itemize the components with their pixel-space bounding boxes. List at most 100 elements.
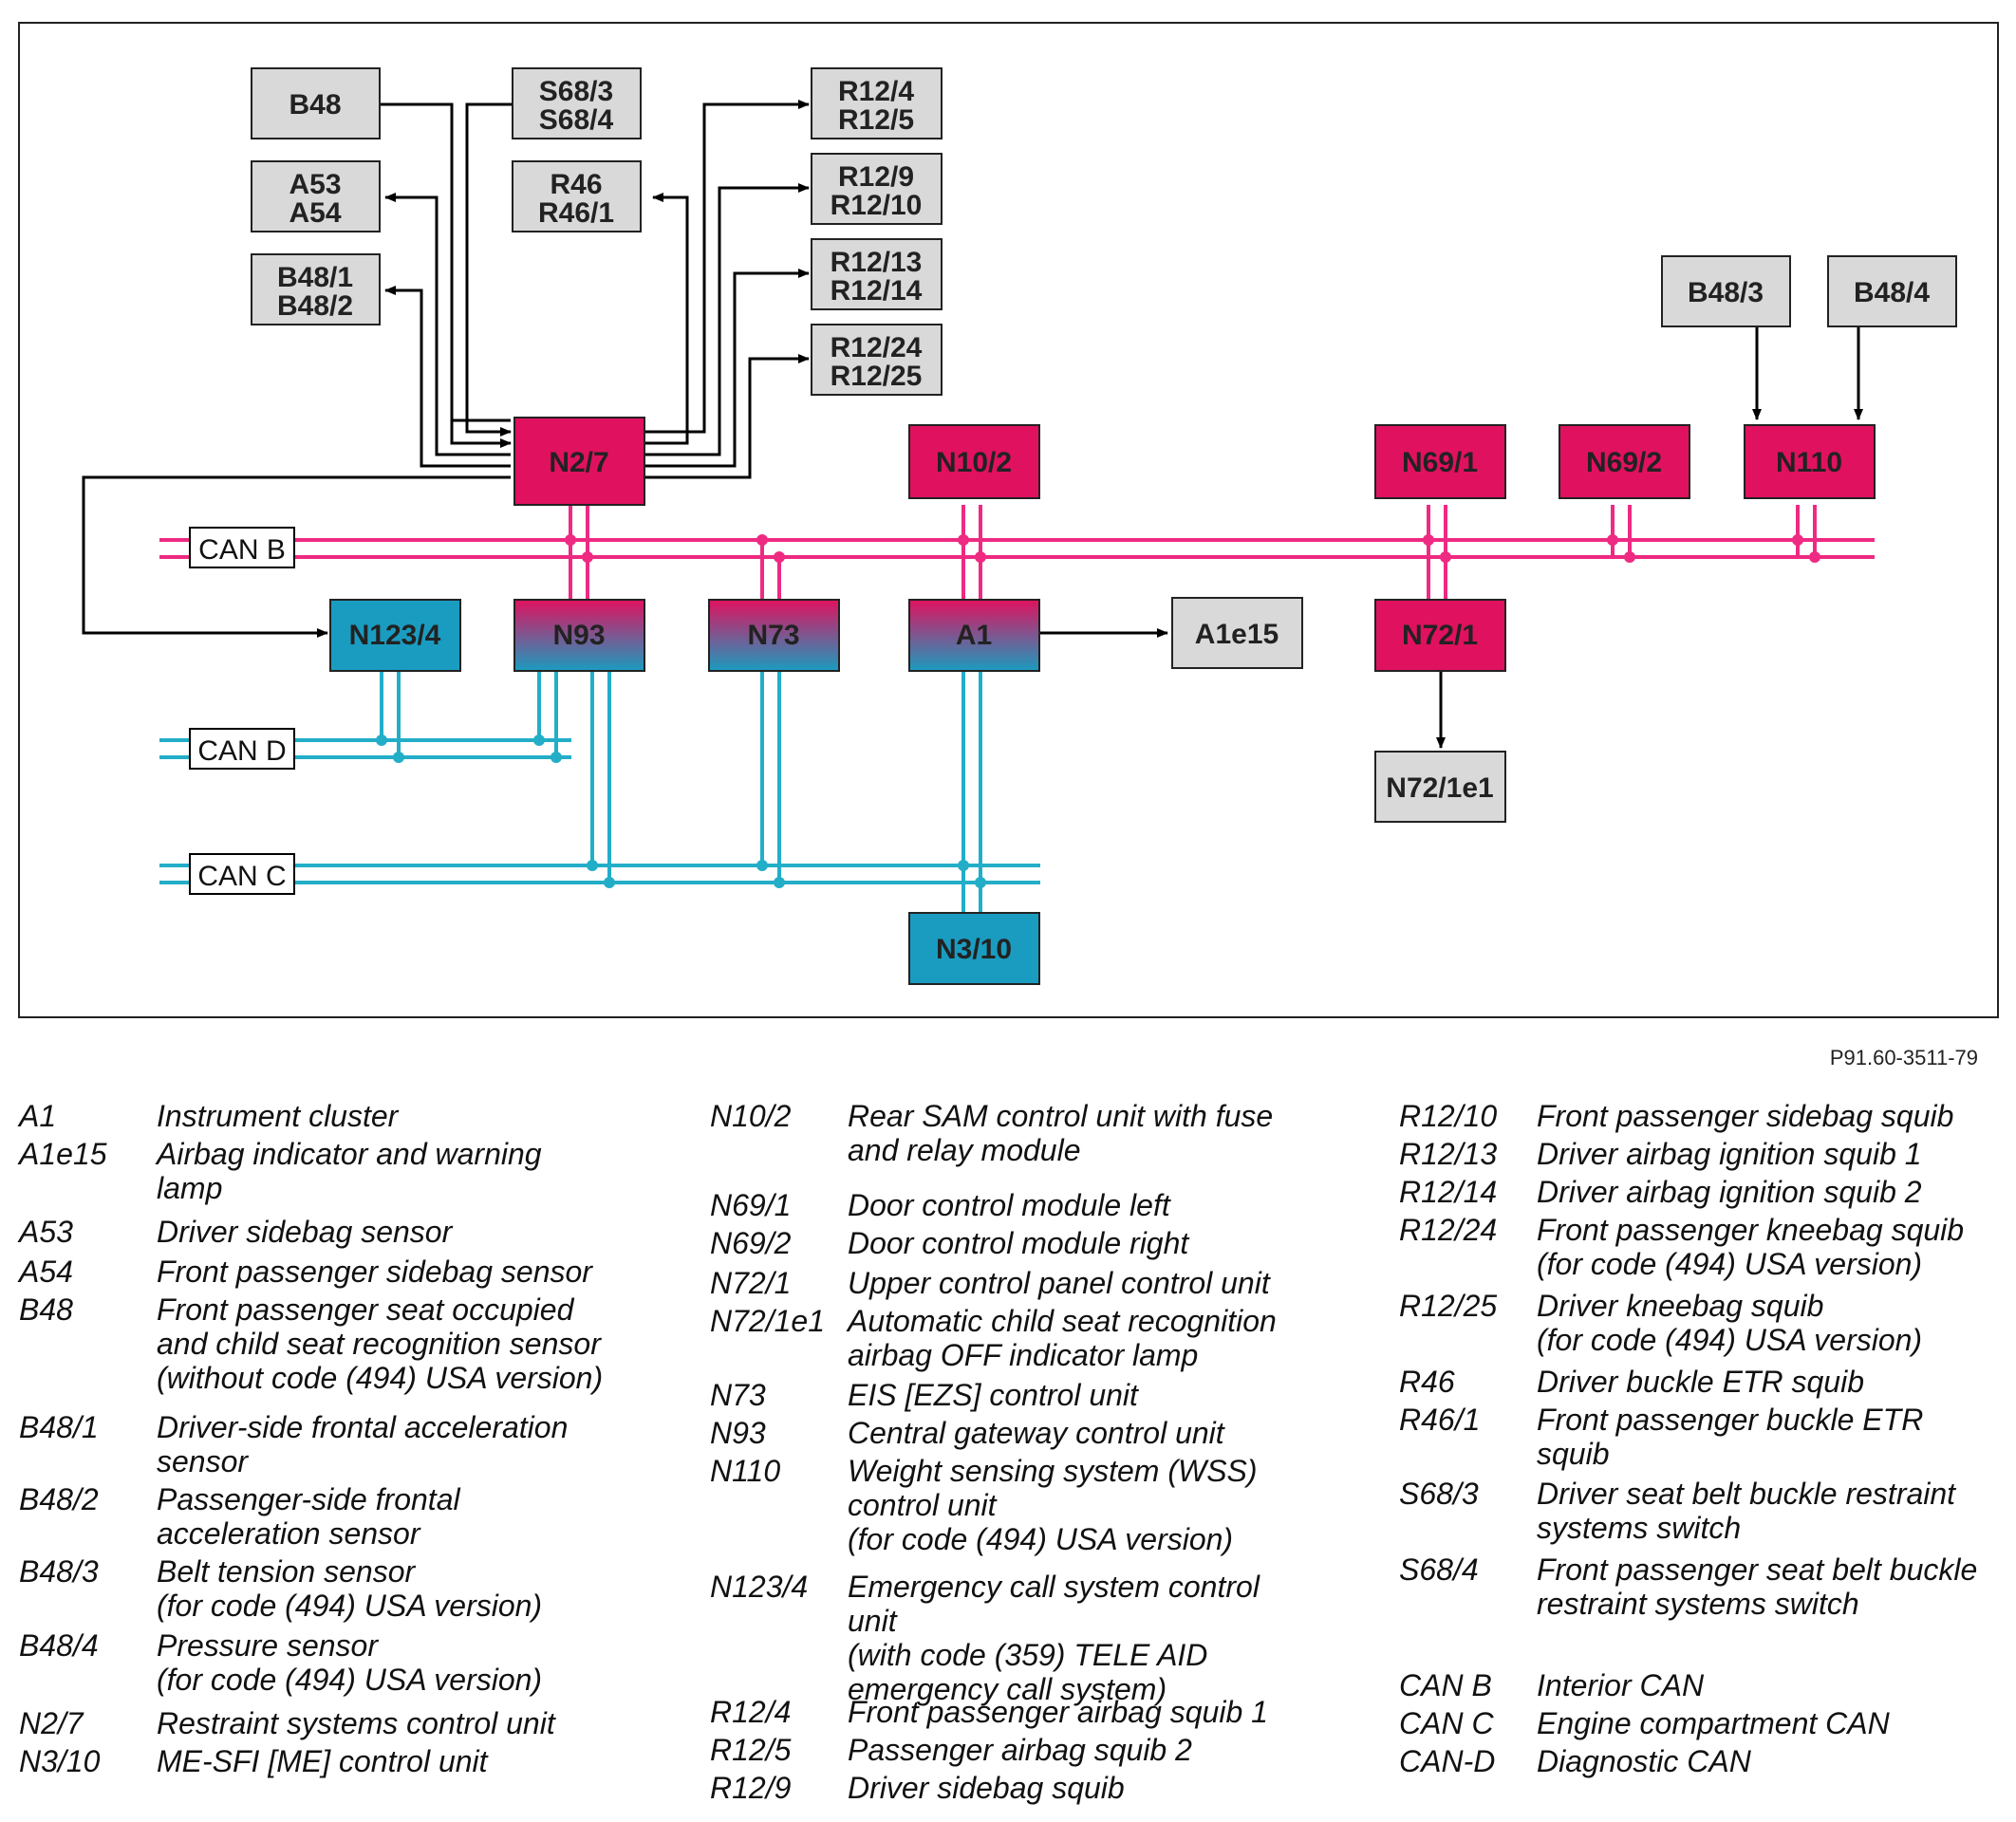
legend-description: Driver sidebag squib <box>848 1771 1125 1805</box>
legend-description-line: lamp <box>157 1171 223 1205</box>
figure-code: P91.60-3511-79 <box>1829 1046 1978 1069</box>
legend-description-line: Upper control panel control unit <box>848 1266 1270 1300</box>
box-r12-13-14-line1: R12/13 <box>831 247 923 278</box>
legend-description-line: Pressure sensor <box>157 1628 378 1663</box>
legend-code: B48/1 <box>19 1410 99 1444</box>
legend-description: Driver sidebag sensor <box>157 1215 452 1249</box>
legend-description-line: (for code (494) USA version) <box>157 1663 543 1697</box>
box-b48-4: B48/4 <box>1827 255 1957 327</box>
legend-description-line: unit <box>848 1604 897 1638</box>
box-b48: B48 <box>251 67 381 139</box>
legend-code: N2/7 <box>19 1706 84 1740</box>
legend-code: B48/2 <box>19 1482 99 1516</box>
legend-description-line: Belt tension sensor <box>157 1554 416 1589</box>
legend-description: EIS [EZS] control unit <box>848 1378 1138 1412</box>
can-b-junctions <box>565 534 1820 563</box>
legend-code: N3/10 <box>19 1744 101 1778</box>
box-n73-label: N73 <box>747 620 799 651</box>
legend-description-line: (for code (494) USA version) <box>1537 1247 1923 1281</box>
legend-description: Belt tension sensor(for code (494) USA v… <box>157 1554 542 1623</box>
box-r12-9-10-line2: R12/10 <box>831 190 923 221</box>
legend-code: S68/4 <box>1399 1552 1479 1587</box>
box-r12-24-25: R12/24 R12/25 <box>811 324 943 396</box>
legend-code: B48/3 <box>19 1554 99 1589</box>
legend-description-line: Door control module left <box>848 1188 1170 1222</box>
legend-code: N93 <box>710 1416 766 1450</box>
box-b48-3: B48/3 <box>1661 255 1791 327</box>
can-cd-drops <box>380 671 982 913</box>
legend-description-line: Weight sensing system (WSS) <box>848 1454 1258 1488</box>
legend-code: A1e15 <box>19 1137 107 1171</box>
legend-description-line: (for code (494) USA version) <box>1537 1323 1923 1357</box>
legend-description-line: Door control module right <box>848 1226 1189 1260</box>
legend-description: Front passenger sidebag sensor <box>157 1255 592 1289</box>
legend-code: N123/4 <box>710 1570 809 1604</box>
box-r46: R46 R46/1 <box>512 160 642 232</box>
legend-code: R12/9 <box>710 1771 792 1805</box>
legend-description-line: Restraint systems control unit <box>157 1706 555 1740</box>
box-n2-7-label: N2/7 <box>549 447 608 478</box>
box-n69-2-label: N69/2 <box>1586 447 1662 478</box>
box-n123-4-label: N123/4 <box>349 620 441 651</box>
legend-code: S68/3 <box>1399 1477 1479 1511</box>
legend-code: B48 <box>19 1292 73 1327</box>
legend-description-line: (with code (359) TELE AID <box>848 1638 1208 1672</box>
legend-description-line: Diagnostic CAN <box>1537 1744 1751 1778</box>
box-n72-1e1: N72/1e1 <box>1374 751 1506 823</box>
legend-description-line: Driver-side frontal acceleration <box>157 1410 569 1444</box>
legend-description-line: Airbag indicator and warning <box>157 1137 542 1171</box>
legend-description-line: Front passenger seat occupied <box>157 1292 574 1327</box>
legend-description: Diagnostic CAN <box>1537 1744 1751 1778</box>
box-r12-4-5-line1: R12/4 <box>838 76 914 107</box>
legend-description-line: sensor <box>157 1444 249 1478</box>
legend-code: R12/14 <box>1399 1175 1498 1209</box>
legend-description-line: Interior CAN <box>1537 1668 1705 1702</box>
legend-description-line: Driver seat belt buckle restraint <box>1537 1477 1956 1511</box>
can-c-bus <box>159 864 1040 884</box>
legend-code: R12/13 <box>1399 1137 1498 1171</box>
diagram-frame <box>18 22 1999 1018</box>
box-n93: N93 <box>513 599 645 672</box>
box-n69-2: N69/2 <box>1559 424 1690 499</box>
legend-description-line: (without code (494) USA version) <box>157 1361 604 1395</box>
box-r12-13-14: R12/13 R12/14 <box>811 238 943 310</box>
legend-description-line: EIS [EZS] control unit <box>848 1378 1138 1412</box>
can-d-label: CAN D <box>189 728 295 770</box>
box-n110-label: N110 <box>1776 447 1842 478</box>
box-r12-13-14-line2: R12/14 <box>831 275 923 307</box>
box-a1-label: A1 <box>956 620 992 651</box>
legend-code: N10/2 <box>710 1099 792 1133</box>
legend-description-line: airbag OFF indicator lamp <box>848 1338 1199 1372</box>
legend-description: Interior CAN <box>1537 1668 1704 1702</box>
box-n72-1: N72/1 <box>1374 599 1506 672</box>
box-s68-line2: S68/4 <box>539 104 614 136</box>
legend-description-line: Front passenger buckle ETR <box>1537 1403 1924 1437</box>
box-r46-line2: R46/1 <box>538 197 614 229</box>
box-n72-1e1-label: N72/1e1 <box>1386 772 1493 804</box>
box-n10-2: N10/2 <box>908 424 1040 499</box>
legend-description: Driver airbag ignition squib 1 <box>1537 1137 1922 1171</box>
legend-description-line: Automatic child seat recognition <box>848 1304 1277 1338</box>
box-r12-9-10: R12/9 R12/10 <box>811 153 943 225</box>
box-b48-1-2-line2: B48/2 <box>277 290 353 322</box>
legend-description-line: (for code (494) USA version) <box>848 1522 1234 1556</box>
box-b48-label: B48 <box>289 89 341 121</box>
box-b48-4-label: B48/4 <box>1854 277 1930 308</box>
legend-description-line: squib <box>1537 1437 1610 1471</box>
legend-description-line: systems switch <box>1537 1511 1742 1545</box>
legend-description-line: Front passenger airbag squib 1 <box>848 1695 1268 1729</box>
legend-code: R12/10 <box>1399 1099 1498 1133</box>
box-a53-a54-line1: A53 <box>289 169 341 200</box>
legend-code: N72/1 <box>710 1266 792 1300</box>
legend-description-line: Driver sidebag sensor <box>157 1215 453 1249</box>
box-n69-1-label: N69/1 <box>1402 447 1478 478</box>
legend-description-line: (for code (494) USA version) <box>157 1589 543 1623</box>
legend-code: CAN-D <box>1399 1744 1496 1778</box>
box-b48-1-2-line1: B48/1 <box>277 262 353 293</box>
can-b-label-text: CAN B <box>198 534 286 566</box>
legend-description: Driver buckle ETR squib <box>1537 1365 1864 1399</box>
legend-description-line: Driver buckle ETR squib <box>1537 1365 1864 1399</box>
box-n110: N110 <box>1744 424 1876 499</box>
